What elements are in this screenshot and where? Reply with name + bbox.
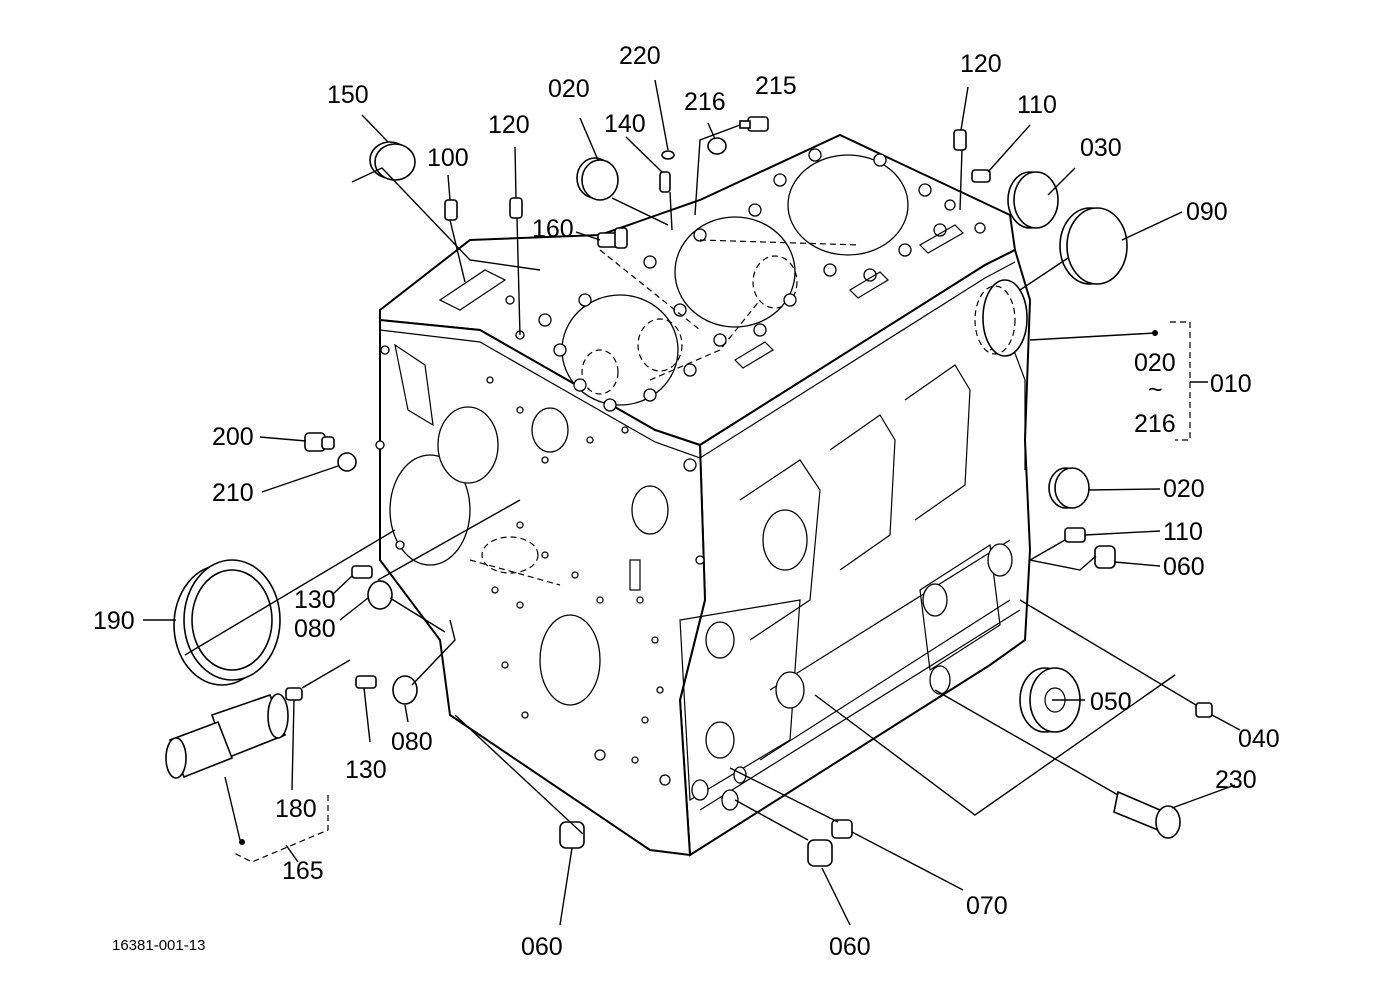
callout-230: 230 [1215,766,1257,794]
plug-200 [304,432,335,452]
plug-060-center [807,839,833,867]
callout-030: 030 [1080,134,1122,162]
figure-number: 16381-001-13 [112,937,205,954]
bolt-230 [1113,790,1181,839]
callout-020-top: 020 [548,75,590,103]
callout-060-left: 060 [521,933,563,961]
pin-130-lower [355,675,377,689]
plug-090 [1059,207,1128,285]
shaft-165 [165,693,289,779]
callout-010: 010 [1210,370,1252,398]
callout-210: 210 [212,479,254,507]
callout-110-top: 110 [1017,91,1057,119]
plug-060-left [559,821,585,849]
callout-216-top: 216 [684,88,726,116]
leader-lines [143,79,1241,926]
callout-190: 190 [93,607,135,635]
callout-labels: 150 100 120 020 220 140 216 215 160 120 … [93,42,1280,961]
callout-020-range-start: 020 [1134,349,1176,377]
seal-020-right [1048,467,1090,509]
callout-216-range-end: 216 [1134,410,1176,438]
plug-080-upper [367,580,393,610]
fitting-160 [597,227,628,249]
callout-050: 050 [1090,688,1132,716]
callout-090: 090 [1186,198,1228,226]
crankcase-webs [679,339,1026,811]
plug-030 [1007,171,1059,229]
plug-020-top [576,157,619,201]
callout-110-right: 110 [1163,518,1203,546]
engine-block [375,133,1057,857]
callout-160: 160 [532,215,574,243]
loose-parts [165,116,1213,867]
callout-060-center: 060 [829,933,871,961]
callout-180: 180 [275,795,317,823]
callout-215: 215 [755,72,797,100]
pin-120-left [509,197,523,219]
front-face-holes [375,345,705,786]
callout-080-lower: 080 [391,728,433,756]
callout-range-tilde: ~ [1148,376,1163,404]
o-ring-220 [661,150,675,160]
callout-080-upper: 080 [294,615,336,643]
plug-040 [1195,702,1213,718]
plug-070 [831,819,853,839]
callout-040: 040 [1238,725,1280,753]
washer-216 [707,137,727,155]
plug-080-lower [392,675,418,705]
callout-130-lower: 130 [345,756,387,784]
fitting-180 [285,687,303,701]
deck-holes [505,148,986,412]
callout-070: 070 [966,892,1008,920]
pin-100 [444,199,458,221]
callout-120-left: 120 [488,111,530,139]
plug-150 [369,141,416,181]
washer-210 [337,452,357,472]
callout-140: 140 [604,110,646,138]
pin-110-top [971,169,991,183]
callout-020-right: 020 [1163,475,1205,503]
callout-200: 200 [212,423,254,451]
callout-100: 100 [427,144,469,172]
pin-140 [659,171,671,193]
pin-130-upper [351,565,373,579]
callout-220: 220 [619,42,661,70]
ring-190 [173,559,281,686]
callout-165: 165 [282,857,324,885]
callout-130-upper: 130 [294,586,336,614]
pin-110-right [1064,527,1086,543]
callout-120-right: 120 [960,50,1002,78]
callout-060-right: 060 [1163,553,1205,581]
bolt-215 [739,116,769,132]
pin-120-right [953,129,967,151]
callout-150: 150 [327,81,369,109]
plug-060-right [1094,545,1116,569]
